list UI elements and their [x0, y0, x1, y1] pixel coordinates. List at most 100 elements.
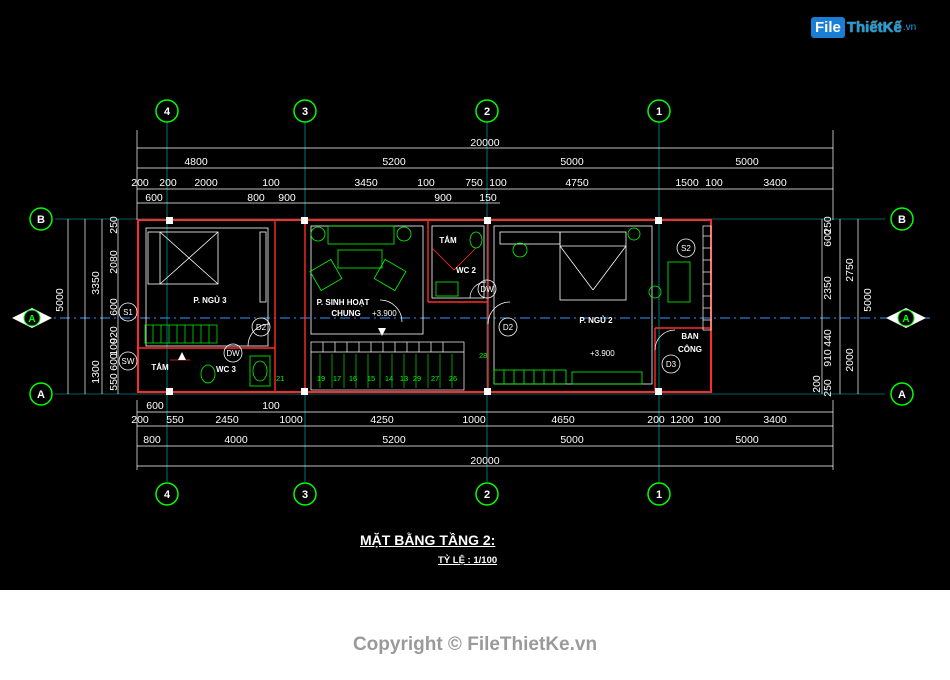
grid-bubble-A-left: [29, 382, 53, 406]
dim-bottom-row2-4: 1000: [279, 414, 303, 426]
grid-label-B-right: B: [898, 214, 906, 226]
room-label-bath-bottom: TẮM: [151, 363, 169, 372]
dim-bottom-major-3: 5200: [382, 434, 406, 446]
grid-label-1-top: 1: [656, 106, 662, 118]
dim-right-extra-1: 200: [811, 375, 823, 393]
dim-left-inner-2: 2080: [108, 250, 120, 274]
dim-right-inner-3: 2350: [822, 276, 834, 300]
copyright-watermark: Copyright © FileThietKe.vn: [352, 634, 598, 655]
dim-bottom-row2-11: 3400: [763, 414, 787, 426]
level-mark-living: +3.900: [372, 309, 397, 318]
room-label-bath-top: TẮM: [439, 236, 457, 245]
dim-right-inner-5: 910: [822, 349, 834, 367]
top-dimension-lines: [136, 130, 834, 220]
bed-bedroom3: [147, 231, 267, 303]
stair-number-28: 28: [479, 351, 487, 360]
grid-bubble-B-left: [29, 207, 53, 231]
grid-bubble-2-top: [475, 99, 499, 123]
dim-bottom-row2-5: 4250: [370, 414, 394, 426]
stair-number-19: 19: [317, 374, 325, 383]
dim-left-inner-5: 100: [108, 338, 120, 356]
grid-label-4-bottom: 4: [164, 489, 171, 501]
grid-label-A-left: A: [37, 389, 45, 401]
stair-number-13: 13: [400, 374, 408, 383]
dim-bottom-major-2: 4000: [224, 434, 248, 446]
dim-top-minor-10: 1500: [675, 177, 699, 189]
tag-dw-left: DW: [226, 349, 240, 358]
dim-left-inner-1: 250: [108, 216, 120, 234]
room-label-balcony-line1: BAN: [681, 332, 699, 341]
grid-label-B-left: B: [37, 214, 45, 226]
room-label-living-line2: CHUNG: [331, 309, 360, 318]
grid-label-1-bottom: 1: [656, 489, 662, 501]
tag-d2-left: D2: [256, 323, 267, 332]
dim-left-outer: 5000: [54, 288, 66, 312]
section-marker-right: A: [886, 308, 926, 328]
level-mark-bedroom2: +3.900: [590, 349, 615, 358]
bottom-dimension-lines: [136, 400, 834, 470]
grid-bubble-4-top: [155, 99, 179, 123]
tag-d2-right: D2: [503, 323, 514, 332]
logo-part1: File: [811, 16, 845, 38]
dim-top-minor-9: 4750: [565, 177, 589, 189]
dim-top-minor-12: 3400: [763, 177, 787, 189]
tag-sw: SW: [122, 357, 135, 366]
room-label-living-line1: P. SINH HOẠT: [317, 298, 370, 307]
dim-top-minor-4: 100: [262, 177, 280, 189]
dim-bottom-total: 20000: [470, 455, 499, 467]
grid-bubble-1-bottom: [647, 482, 671, 506]
dim-right-mid-1: 2750: [844, 258, 856, 282]
dim-left-mid-2: 1300: [90, 360, 102, 384]
stair-number-17: 17: [333, 374, 341, 383]
dim-bottom-row2-2: 550: [166, 414, 184, 426]
room-label-balcony-line2: CÔNG: [678, 345, 702, 354]
dim-bottom-row2-7: 4650: [551, 414, 575, 426]
grid-bubble-3-top: [293, 99, 317, 123]
tag-s1: S1: [123, 308, 133, 317]
dim-top-minor-2: 200: [159, 177, 177, 189]
dim-right-inner-4: 440: [822, 329, 834, 347]
grid-bubble-A-right: [890, 382, 914, 406]
logo-part2: ThiếtKế: [846, 18, 902, 36]
side-dimension-lines: [67, 219, 859, 394]
stair-number-27: 27: [431, 374, 439, 383]
stair-number-16: 16: [349, 374, 357, 383]
grid-label-2-bottom: 2: [484, 489, 490, 501]
tag-s2: S2: [681, 244, 691, 253]
dim-bottom-row2-9: 1200: [670, 414, 694, 426]
dim-top-third-5: 150: [479, 192, 497, 204]
stair-number-29: 29: [413, 374, 421, 383]
dim-top-minor-7: 750: [465, 177, 483, 189]
floor-plan-svg: S1 SW S2 D2 D2 D3 DW DW +3.900 +3.900 P.…: [12, 99, 930, 506]
stair-number-14: 14: [385, 374, 393, 383]
dim-top-minor-1: 200: [131, 177, 149, 189]
tag-d3: D3: [666, 360, 677, 369]
grid-bubble-B-right: [890, 207, 914, 231]
drawing-title: MẶT BẰNG TẦNG 2:: [360, 532, 496, 548]
dim-right-inner-2: 600: [822, 229, 834, 247]
stair-number-21: 21: [276, 374, 284, 383]
grid-label-4-top: 4: [164, 106, 171, 118]
dim-right-inner-1: 250: [822, 216, 834, 234]
dim-bottom-row2-10: 100: [703, 414, 721, 426]
section-marker-left-label: A: [28, 314, 35, 325]
drawing-scale: TỶ LỆ : 1/100: [438, 555, 498, 566]
dim-top-major-1: 4800: [184, 156, 208, 168]
closet-bedroom3: [144, 324, 218, 344]
dim-left-inner-3: 600: [108, 298, 120, 316]
sofa-set: [309, 225, 412, 292]
room-label-bedroom3: P. NGỦ 3: [193, 296, 227, 305]
dim-right-outer: 5000: [862, 288, 874, 312]
dim-top-minor-3: 2000: [194, 177, 218, 189]
room-label-wc2: WC 2: [456, 266, 477, 275]
dim-top-major-4: 5000: [735, 156, 759, 168]
grid-bubble-3-bottom: [293, 482, 317, 506]
section-marker-right-label: A: [902, 314, 909, 325]
